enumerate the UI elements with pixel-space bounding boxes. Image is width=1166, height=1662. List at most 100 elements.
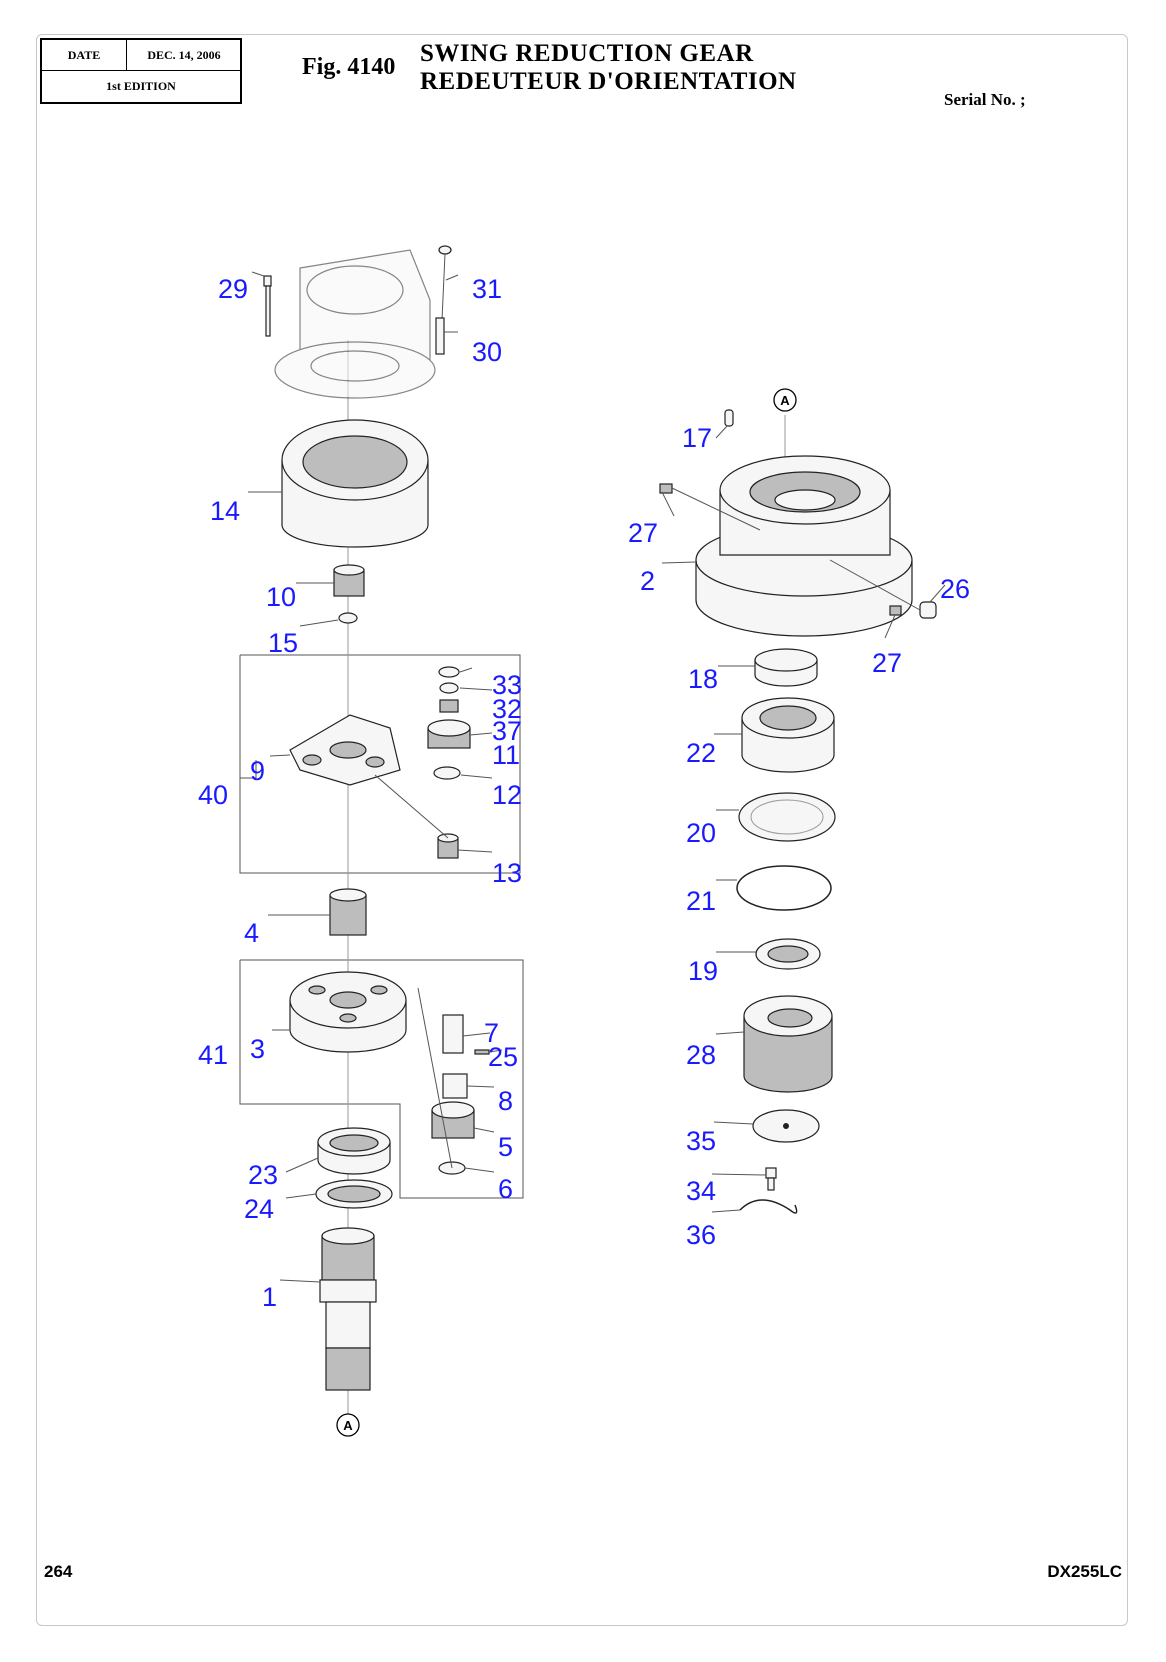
title-english: SWING REDUCTION GEAR bbox=[420, 40, 754, 67]
part-14-ring-gear bbox=[281, 419, 429, 548]
part-1-shaft bbox=[319, 1227, 377, 1391]
part-32-spacer bbox=[439, 682, 459, 694]
ref-a-top: A bbox=[780, 393, 790, 408]
date-box: DATE DEC. 14, 2006 1st EDITION bbox=[40, 38, 242, 104]
callout-40: 40 bbox=[198, 780, 228, 810]
part-26-plug bbox=[919, 601, 937, 619]
group-box-40 bbox=[239, 654, 521, 874]
drawing-sheet bbox=[36, 34, 1128, 1626]
callout-14: 14 bbox=[210, 496, 240, 526]
callout-10: 10 bbox=[266, 582, 296, 612]
leader-13-axis bbox=[374, 774, 449, 839]
callout-37: 37 bbox=[492, 716, 522, 746]
part-28-pinion bbox=[743, 995, 833, 1093]
date-label: DATE bbox=[42, 40, 127, 70]
edition: 1st EDITION bbox=[106, 79, 176, 93]
part-13-pin bbox=[437, 833, 459, 859]
part-2-housing bbox=[695, 455, 913, 637]
part-31-dipstick bbox=[438, 245, 452, 321]
callout-13: 13 bbox=[492, 858, 522, 888]
callout-12: 12 bbox=[492, 780, 522, 810]
callout-11: 11 bbox=[492, 740, 520, 770]
part-30-pipe bbox=[435, 317, 445, 355]
callout-27-upper: 27 bbox=[628, 518, 658, 548]
callout-41: 41 bbox=[198, 1040, 228, 1070]
part-29-bolt bbox=[263, 275, 272, 337]
callout-15: 15 bbox=[268, 628, 298, 658]
part-3-carrier bbox=[289, 971, 407, 1053]
callout-32: 32 bbox=[492, 694, 522, 724]
callout-23: 23 bbox=[248, 1160, 278, 1190]
callout-6: 6 bbox=[498, 1174, 513, 1204]
part-15-washer bbox=[338, 612, 358, 624]
page-number: 264 bbox=[44, 1562, 73, 1581]
part-25-spring-pin bbox=[474, 1049, 490, 1055]
callout-8: 8 bbox=[498, 1086, 513, 1116]
callout-9: 9 bbox=[250, 756, 265, 786]
callout-2: 2 bbox=[640, 566, 655, 596]
part-27-plug-upper bbox=[659, 483, 673, 494]
ref-circle-bottom bbox=[336, 1413, 360, 1437]
part-37-bearing bbox=[439, 699, 459, 713]
part-36-lock-wire bbox=[739, 1199, 798, 1214]
serial-number: Serial No. ; bbox=[944, 90, 1026, 109]
ref-a-bottom: A bbox=[343, 1418, 353, 1433]
callout-21: 21 bbox=[686, 886, 716, 916]
callout-3: 3 bbox=[250, 1034, 265, 1064]
callout-18: 18 bbox=[688, 664, 718, 694]
callout-19: 19 bbox=[688, 956, 718, 986]
callout-35: 35 bbox=[686, 1126, 716, 1156]
leader-lines bbox=[239, 271, 946, 1283]
date-row: DATE DEC. 14, 2006 bbox=[42, 40, 240, 71]
ref-circle-top bbox=[773, 388, 797, 412]
part-11-planet-gear bbox=[427, 719, 471, 749]
part-21-o-ring bbox=[736, 865, 832, 911]
part-34-bolt bbox=[765, 1167, 777, 1191]
callout-17: 17 bbox=[682, 423, 712, 453]
callout-22: 22 bbox=[686, 738, 716, 768]
part-10-sun-gear bbox=[333, 564, 365, 597]
callout-36: 36 bbox=[686, 1220, 716, 1250]
part-7-pin bbox=[442, 1014, 464, 1054]
part-24-seal bbox=[315, 1179, 393, 1209]
part-23-bearing bbox=[317, 1127, 391, 1175]
title-french: REDEUTEUR D'ORIENTATION bbox=[420, 68, 797, 95]
group-box-41 bbox=[239, 959, 524, 1199]
date-value: DEC. 14, 2006 bbox=[147, 48, 221, 62]
callout-20: 20 bbox=[686, 818, 716, 848]
part-22-bearing bbox=[741, 697, 835, 773]
callout-28: 28 bbox=[686, 1040, 716, 1070]
part-33-ring bbox=[438, 666, 460, 678]
callout-34: 34 bbox=[686, 1176, 716, 1206]
figure-number: Fig. 4140 bbox=[302, 54, 396, 80]
part-4-sun-gear bbox=[329, 888, 367, 936]
callout-4: 4 bbox=[244, 918, 259, 948]
part-8-bushing bbox=[442, 1073, 468, 1099]
callout-5: 5 bbox=[498, 1132, 513, 1162]
callout-26: 26 bbox=[940, 574, 970, 604]
callout-29: 29 bbox=[218, 274, 248, 304]
leader-6-axis bbox=[417, 987, 453, 1169]
part-17-pin bbox=[724, 409, 734, 427]
leader-27-upper bbox=[671, 487, 761, 531]
part-35-plate bbox=[752, 1109, 820, 1143]
part-18-race bbox=[754, 648, 818, 687]
motor-housing bbox=[274, 249, 436, 399]
callouts: 29 31 30 14 10 15 33 32 37 11 9 40 12 13… bbox=[198, 274, 970, 1312]
callout-33: 33 bbox=[492, 670, 522, 700]
callout-1: 1 bbox=[262, 1282, 277, 1312]
callout-31: 31 bbox=[472, 274, 502, 304]
model-name: DX255LC bbox=[1047, 1562, 1122, 1581]
callout-25: 25 bbox=[488, 1042, 518, 1072]
part-9-carrier-plate bbox=[289, 714, 401, 786]
callout-7: 7 bbox=[484, 1018, 499, 1048]
callout-27-lower: 27 bbox=[872, 648, 902, 678]
part-20-plate bbox=[738, 792, 836, 842]
part-5-planet-gear bbox=[431, 1101, 475, 1139]
callout-30: 30 bbox=[472, 337, 502, 367]
part-12-washer bbox=[433, 766, 461, 780]
callout-24: 24 bbox=[244, 1194, 274, 1224]
part-19-seal bbox=[755, 938, 821, 970]
part-27-plug-lower bbox=[889, 605, 902, 616]
